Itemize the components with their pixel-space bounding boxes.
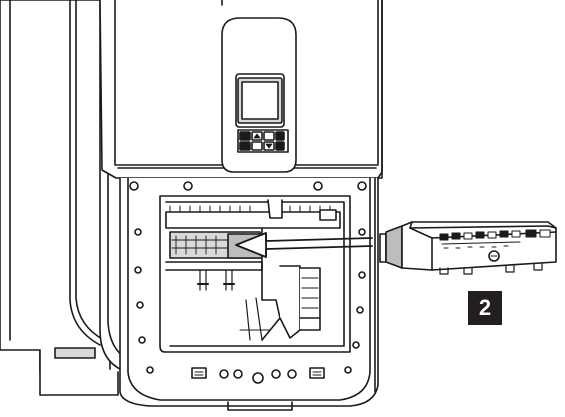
plug-in-module xyxy=(379,221,557,275)
step-number-badge: 2 xyxy=(468,291,502,325)
internal-components xyxy=(239,265,321,341)
module-connectors xyxy=(439,229,551,249)
cable-glands xyxy=(191,367,325,411)
frame-screws xyxy=(129,181,367,374)
insertion-arrow-icon xyxy=(235,232,373,258)
navigation-keypad-icon[interactable] xyxy=(237,129,289,153)
inverter-left-housing xyxy=(0,0,133,396)
